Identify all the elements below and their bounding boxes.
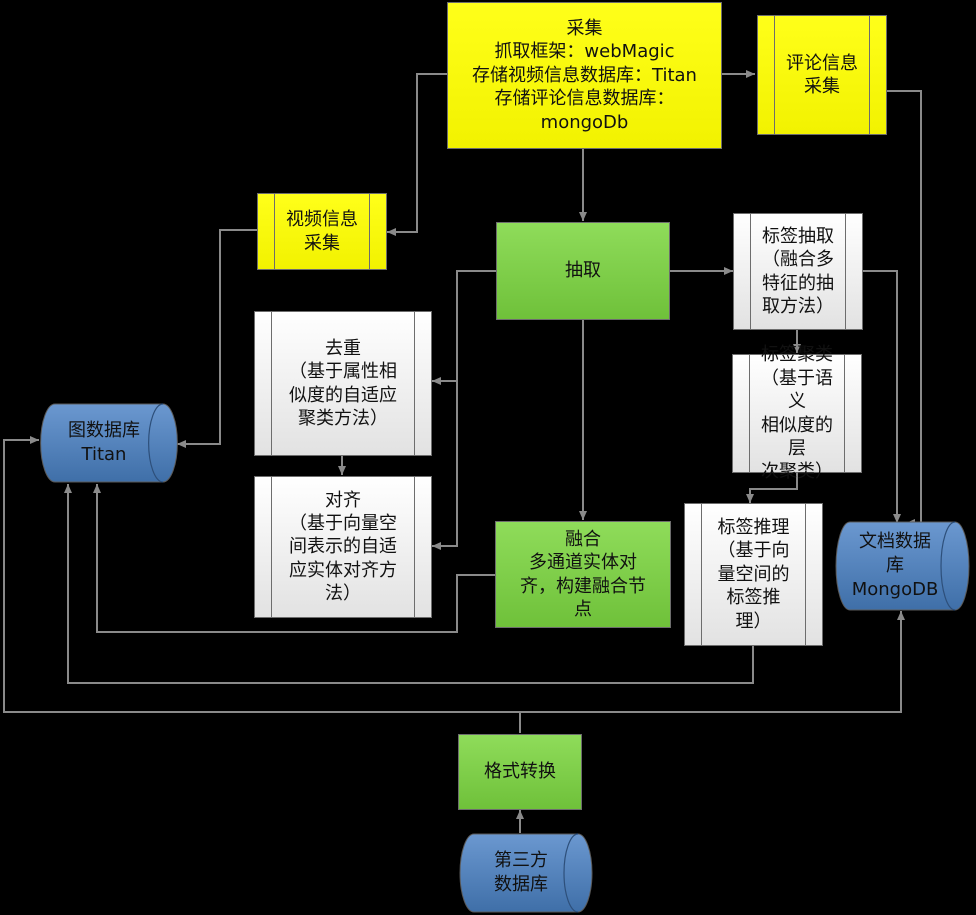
collect-node: 采集 抓取框架：webMagic 存储视频信息数据库：Titan 存储评论信息数… [447,2,722,149]
third-party-database-cylinder [459,833,593,913]
comment-collect-node: 评论信息 采集 [757,15,887,135]
graph-database-cylinder [40,403,178,483]
video-collect-label: 视频信息 采集 [286,209,358,254]
format-convert-label: 格式转换 [484,761,556,783]
edge-extract-to-align [432,381,458,550]
edge-format-to-graphdb [3,436,521,733]
document-database-cylinder [835,521,970,611]
collect-node-label: 采集 抓取框架：webMagic 存储视频信息数据库：Titan 存储评论信息数… [472,18,697,133]
edge-format-to-docdb [520,611,905,713]
edge-fuse-to-graphdb [93,484,495,633]
edge-video-to-graphdb [177,229,257,448]
edge-tagextract-to-docdb [863,270,901,523]
edge-taginfer-to-graphdb [64,484,754,684]
fuse-label: 融合 多通道实体对 齐，构建融合节 点 [520,528,646,620]
tag-extract-node: 标签抽取 （融合多 特征的抽 取方法） [733,213,863,330]
extract-node: 抽取 [496,222,670,320]
document-database-label: 文档数据 库 MongoDB [851,530,939,601]
graph-database-label: 图数据库 Titan [68,419,140,465]
edge-tagcluster-to-taginfer [746,473,798,503]
align-label: 对齐 （基于向量空 间表示的自适 应实体对齐方 法） [289,489,397,605]
dedup-label: 去重 （基于属性相 似度的自适应 聚类方法） [289,337,397,429]
tag-extract-label: 标签抽取 （融合多 特征的抽 取方法） [762,225,834,317]
extract-label: 抽取 [565,260,601,282]
dedup-node: 去重 （基于属性相 似度的自适应 聚类方法） [254,311,432,456]
tag-cluster-label: 标签聚类 （基于语义 相似度的层 次聚类） [761,344,833,483]
comment-collect-label: 评论信息 采集 [786,52,858,97]
tag-infer-node: 标签推理 （基于向 量空间的 标签推 理） [684,503,823,646]
fuse-node: 融合 多通道实体对 齐，构建融合节 点 [495,521,671,628]
edge-comment-to-docdb [887,90,922,527]
format-convert-node: 格式转换 [458,734,582,810]
edge-collect-to-video [387,73,447,236]
third-party-database-label: 第三方 数据库 [494,849,548,895]
video-collect-node: 视频信息 采集 [257,193,387,270]
tag-infer-label: 标签推理 （基于向 量空间的 标签推 理） [717,517,790,632]
edge-extract-to-dedup [432,270,496,385]
align-node: 对齐 （基于向量空 间表示的自适 应实体对齐方 法） [254,476,432,618]
tag-cluster-node: 标签聚类 （基于语义 相似度的层 次聚类） [732,344,862,482]
